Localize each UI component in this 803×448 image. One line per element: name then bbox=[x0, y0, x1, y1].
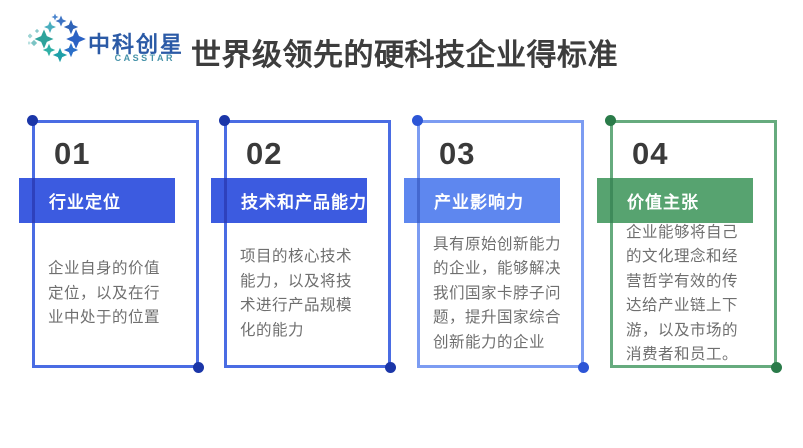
corner-dot-icon bbox=[27, 115, 38, 126]
page-title: 世界级领先的硬科技企业得标准 bbox=[191, 39, 618, 72]
card-tech-product-capability: 02 技术和产品能力 项目的核心技术 能力，以及将技 术进行产品规模 化的能力 bbox=[211, 115, 396, 373]
card-industry-positioning: 01 行业定位 企业自身的价值 定位，以及在行 业中处于的位置 bbox=[19, 115, 204, 373]
card-label-banner: 价值主张 bbox=[597, 178, 753, 223]
card-description: 项目的核心技术 能力，以及将技 术进行产品规模 化的能力 bbox=[240, 248, 353, 339]
corner-dot-icon bbox=[385, 362, 396, 373]
border-accent-line bbox=[610, 178, 613, 223]
card-body: 企业能够将自己 的文化理念和经 营哲学有效的传 达给产业链上下 游，以及市场的 … bbox=[613, 223, 774, 365]
card-value-proposition: 04 价值主张 企业能够将自己 的文化理念和经 营哲学有效的传 达给产业链上下 … bbox=[597, 115, 782, 373]
corner-dot-icon bbox=[771, 362, 782, 373]
card-description: 具有原始创新能力 的企业，能够解决 我们国家卡脖子问 题，提升国家综合 创新能力… bbox=[433, 235, 562, 351]
card-label-banner: 产业影响力 bbox=[404, 178, 560, 223]
card-number: 04 bbox=[632, 136, 669, 171]
card-body: 企业自身的价值 定位，以及在行 业中处于的位置 bbox=[35, 223, 196, 365]
corner-dot-icon bbox=[578, 362, 589, 373]
card-label-banner: 技术和产品能力 bbox=[211, 178, 367, 223]
card-description: 企业能够将自己 的文化理念和经 营哲学有效的传 达给产业链上下 游，以及市场的 … bbox=[626, 223, 739, 364]
card-industry-influence: 03 产业影响力 具有原始创新能力 的企业，能够解决 我们国家卡脖子问 题，提升… bbox=[404, 115, 589, 373]
casstar-logo-icon bbox=[28, 13, 86, 63]
brand-subtitle: CASSTAR bbox=[114, 53, 175, 63]
card-label-banner: 行业定位 bbox=[19, 178, 175, 223]
border-accent-line bbox=[417, 178, 420, 223]
border-accent-line bbox=[224, 178, 227, 223]
corner-dot-icon bbox=[412, 115, 423, 126]
card-number: 03 bbox=[439, 136, 476, 171]
card-number: 02 bbox=[246, 136, 283, 171]
corner-dot-icon bbox=[219, 115, 230, 126]
card-number: 01 bbox=[54, 136, 91, 171]
border-accent-line bbox=[32, 178, 35, 223]
corner-dot-icon bbox=[193, 362, 204, 373]
brand-name: 中科创星 bbox=[88, 32, 185, 57]
card-body: 具有原始创新能力 的企业，能够解决 我们国家卡脖子问 题，提升国家综合 创新能力… bbox=[420, 223, 581, 365]
corner-dot-icon bbox=[605, 115, 616, 126]
card-description: 企业自身的价值 定位，以及在行 业中处于的位置 bbox=[48, 260, 161, 327]
card-body: 项目的核心技术 能力，以及将技 术进行产品规模 化的能力 bbox=[227, 223, 388, 365]
